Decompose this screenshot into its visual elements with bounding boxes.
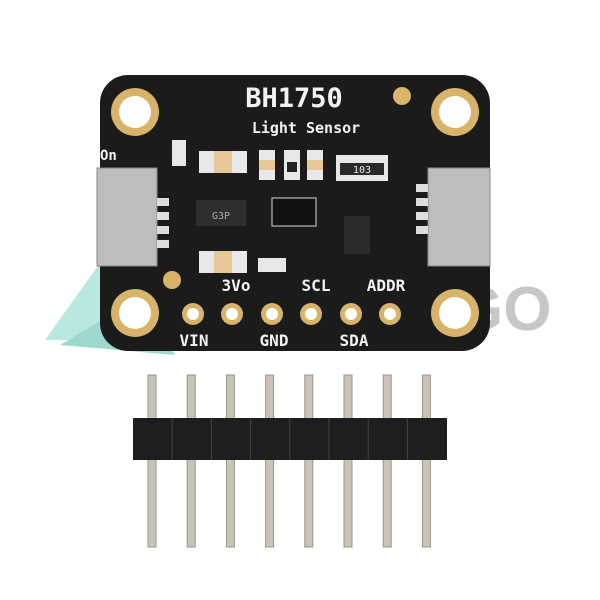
header-pin [304,374,314,548]
regulator-label: G3P [212,211,230,222]
mounting-holes [111,87,479,337]
header-pin [421,374,431,548]
components [172,140,388,273]
header-pin [343,374,353,548]
header-pin [186,374,196,548]
pin-pad-hole [187,308,199,320]
board-title: BH1750 [245,83,343,114]
pin-label-addr: ADDR [367,276,406,295]
pin-pad-hole [384,308,396,320]
pin-label-gnd: GND [260,331,289,350]
resistor-array-label: 103 [353,165,371,176]
header-pin [147,374,157,548]
pin-label-scl: SCL [302,276,331,295]
pin-header [133,374,447,548]
pin-label-sda: SDA [340,331,369,350]
pin-label-vin: VIN [180,331,209,350]
led-label: On [100,148,117,164]
right-connector [416,167,491,267]
left-connector [96,167,169,267]
pin-pad-hole [226,308,238,320]
pin-pad-hole [305,308,317,320]
board-subtitle: Light Sensor [252,119,360,137]
header-pin [265,374,275,548]
pin-label-3vo: 3Vo [222,276,251,295]
pin-pad-hole [266,308,278,320]
pin-pad-hole [345,308,357,320]
header-pin [382,374,392,548]
header-pin [225,374,235,548]
pin-pads [182,303,401,325]
